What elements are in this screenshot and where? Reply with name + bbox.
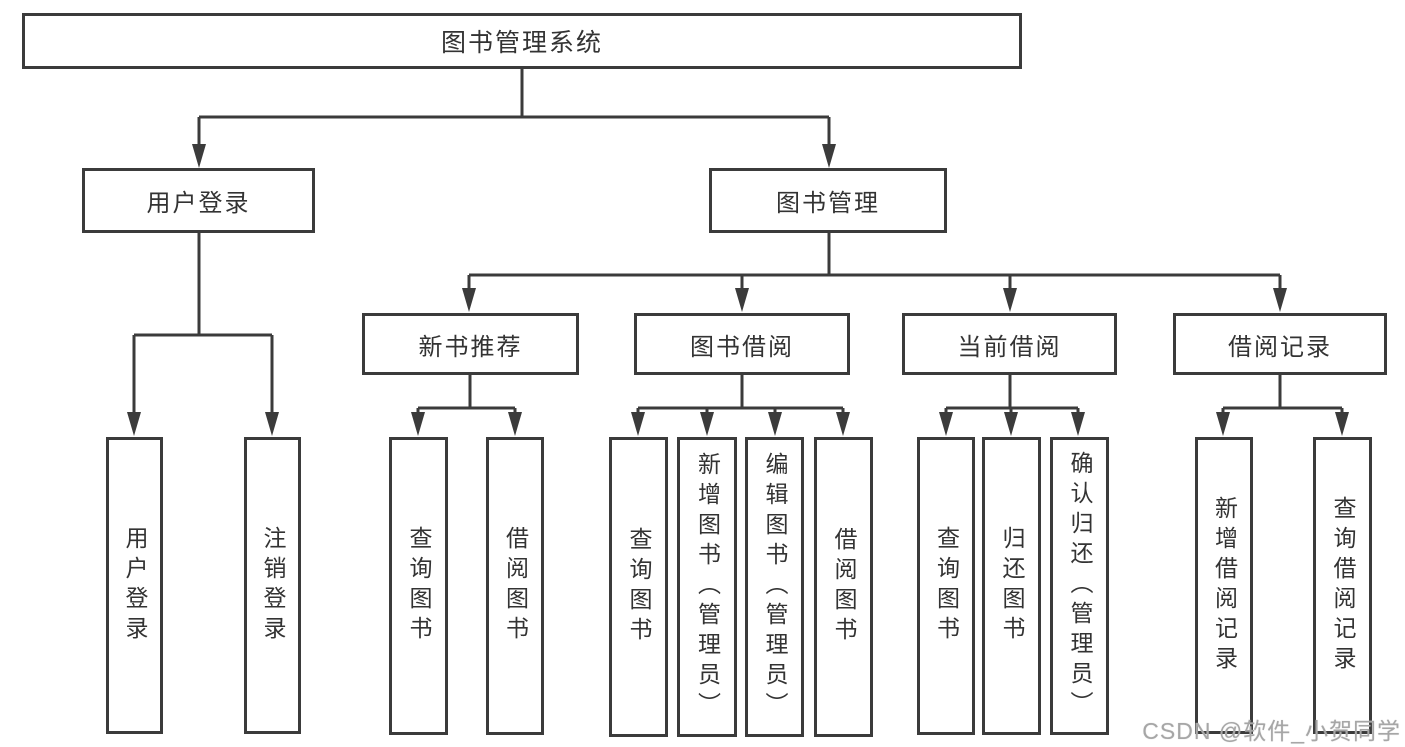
- node-new-book-recommend: 新书推荐: [362, 313, 579, 375]
- node-label: 图书管理: [776, 190, 880, 217]
- connector-user-branch: [127, 233, 279, 436]
- leaf-user-login: 用户登录: [106, 437, 163, 734]
- connector-management-branch: [462, 233, 1287, 312]
- connector-current-branch: [939, 375, 1085, 436]
- leaf-logout: 注销登录: [244, 437, 301, 734]
- node-label: 新书推荐: [418, 333, 523, 361]
- leaf-query-books-recommend: 查询图书: [389, 437, 448, 735]
- node-label: 借阅记录: [1228, 333, 1332, 361]
- leaf-label: 确认归还（管理员）: [1067, 451, 1093, 721]
- csdn-watermark: CSDN @软件_小贺同学: [1142, 718, 1401, 744]
- leaf-add-books-admin: 新增图书（管理员）: [677, 437, 737, 737]
- connector-records-branch: [1216, 375, 1349, 436]
- leaf-add-borrow-record: 新增借阅记录: [1195, 437, 1253, 734]
- node-label: 用户登录: [146, 190, 251, 217]
- leaf-label: 借阅图书: [831, 527, 857, 647]
- leaf-label: 注销登录: [260, 525, 286, 646]
- connector-root-branch: [192, 69, 836, 168]
- leaf-confirm-return-admin: 确认归还（管理员）: [1050, 437, 1109, 735]
- node-borrow-records: 借阅记录: [1173, 313, 1387, 375]
- leaf-borrow-books-recommend: 借阅图书: [486, 437, 544, 735]
- node-book-management: 图书管理: [709, 168, 947, 233]
- leaf-label: 查询借阅记录: [1330, 495, 1356, 676]
- leaf-borrow-books: 借阅图书: [814, 437, 873, 737]
- node-label: 图书借阅: [690, 333, 794, 361]
- leaf-label: 查询图书: [933, 526, 960, 646]
- node-label: 图书管理系统: [440, 29, 603, 57]
- node-library-management-system: 图书管理系统: [22, 13, 1022, 69]
- connector-recommend-branch: [411, 375, 522, 436]
- leaf-label: 新增借阅记录: [1211, 495, 1238, 676]
- leaf-query-borrow-record: 查询借阅记录: [1313, 437, 1372, 734]
- leaf-label: 查询图书: [626, 527, 652, 647]
- node-user-login-group: 用户登录: [82, 168, 315, 233]
- node-current-borrow: 当前借阅: [902, 313, 1117, 375]
- leaf-label: 用户登录: [122, 525, 148, 646]
- node-book-borrow: 图书借阅: [634, 313, 850, 375]
- leaf-return-books: 归还图书: [982, 437, 1041, 735]
- leaf-label: 新增图书（管理员）: [694, 452, 721, 722]
- leaf-edit-books-admin: 编辑图书（管理员）: [745, 437, 804, 737]
- leaf-query-books-borrow: 查询图书: [609, 437, 668, 737]
- leaf-label: 编辑图书（管理员）: [762, 452, 788, 722]
- leaf-label: 查询图书: [406, 526, 432, 646]
- leaf-query-books-current: 查询图书: [917, 437, 975, 735]
- connector-borrow-branch: [631, 375, 850, 436]
- node-label: 当前借阅: [957, 333, 1062, 361]
- leaf-label: 借阅图书: [502, 526, 529, 646]
- leaf-label: 归还图书: [999, 526, 1025, 646]
